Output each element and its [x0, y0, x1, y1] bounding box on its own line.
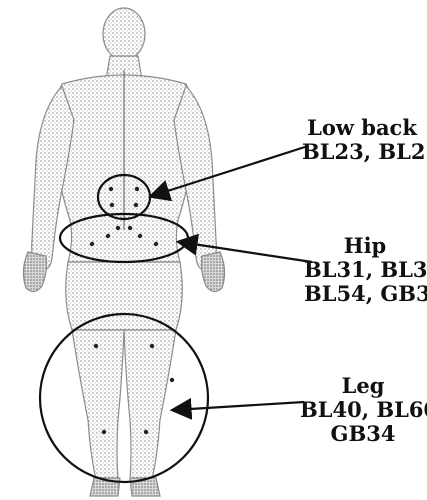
- pelvis-shape: [66, 262, 183, 330]
- acupoint-leg: [102, 430, 106, 434]
- right-hand-shape: [202, 252, 225, 292]
- acupoint-low-back: [134, 203, 138, 207]
- acupoint-hip: [128, 226, 132, 230]
- acupoint-hip: [116, 226, 120, 230]
- acupoint-hip: [154, 242, 158, 246]
- acupoint-leg: [170, 378, 174, 382]
- acupoint-low-back: [110, 203, 114, 207]
- hip-points-line-1: BL31, BL32: [304, 258, 426, 282]
- acupoint-low-back: [135, 187, 139, 191]
- acupoint-low-back: [109, 187, 113, 191]
- left-leg-shape: [72, 330, 124, 480]
- hip-region-name: Hip: [304, 234, 426, 258]
- acupoint-hip: [106, 234, 110, 238]
- leg-points-line-2: GB34: [300, 422, 426, 446]
- leg-label: Leg BL40, BL60 GB34: [300, 374, 426, 446]
- acupoint-leg: [144, 430, 148, 434]
- acupoint-hip: [138, 234, 142, 238]
- left-hand-shape: [23, 252, 46, 292]
- acupoint-leg: [94, 344, 98, 348]
- low-back-region-name: Low back: [302, 116, 422, 140]
- leg-points-line-1: BL40, BL60: [300, 398, 426, 422]
- human-figure: [23, 8, 224, 496]
- low-back-label: Low back BL23, BL25: [302, 116, 422, 164]
- right-leg-shape: [124, 330, 176, 480]
- acupoint-leg: [150, 344, 154, 348]
- hip-points-line-2: BL54, GB30: [304, 282, 426, 306]
- low-back-points: BL23, BL25: [302, 140, 422, 164]
- leg-arrow: [174, 402, 304, 410]
- acupoint-hip: [90, 242, 94, 246]
- leg-region-name: Leg: [300, 374, 426, 398]
- hip-label: Hip BL31, BL32 BL54, GB30: [304, 234, 426, 306]
- head-shape: [103, 8, 145, 60]
